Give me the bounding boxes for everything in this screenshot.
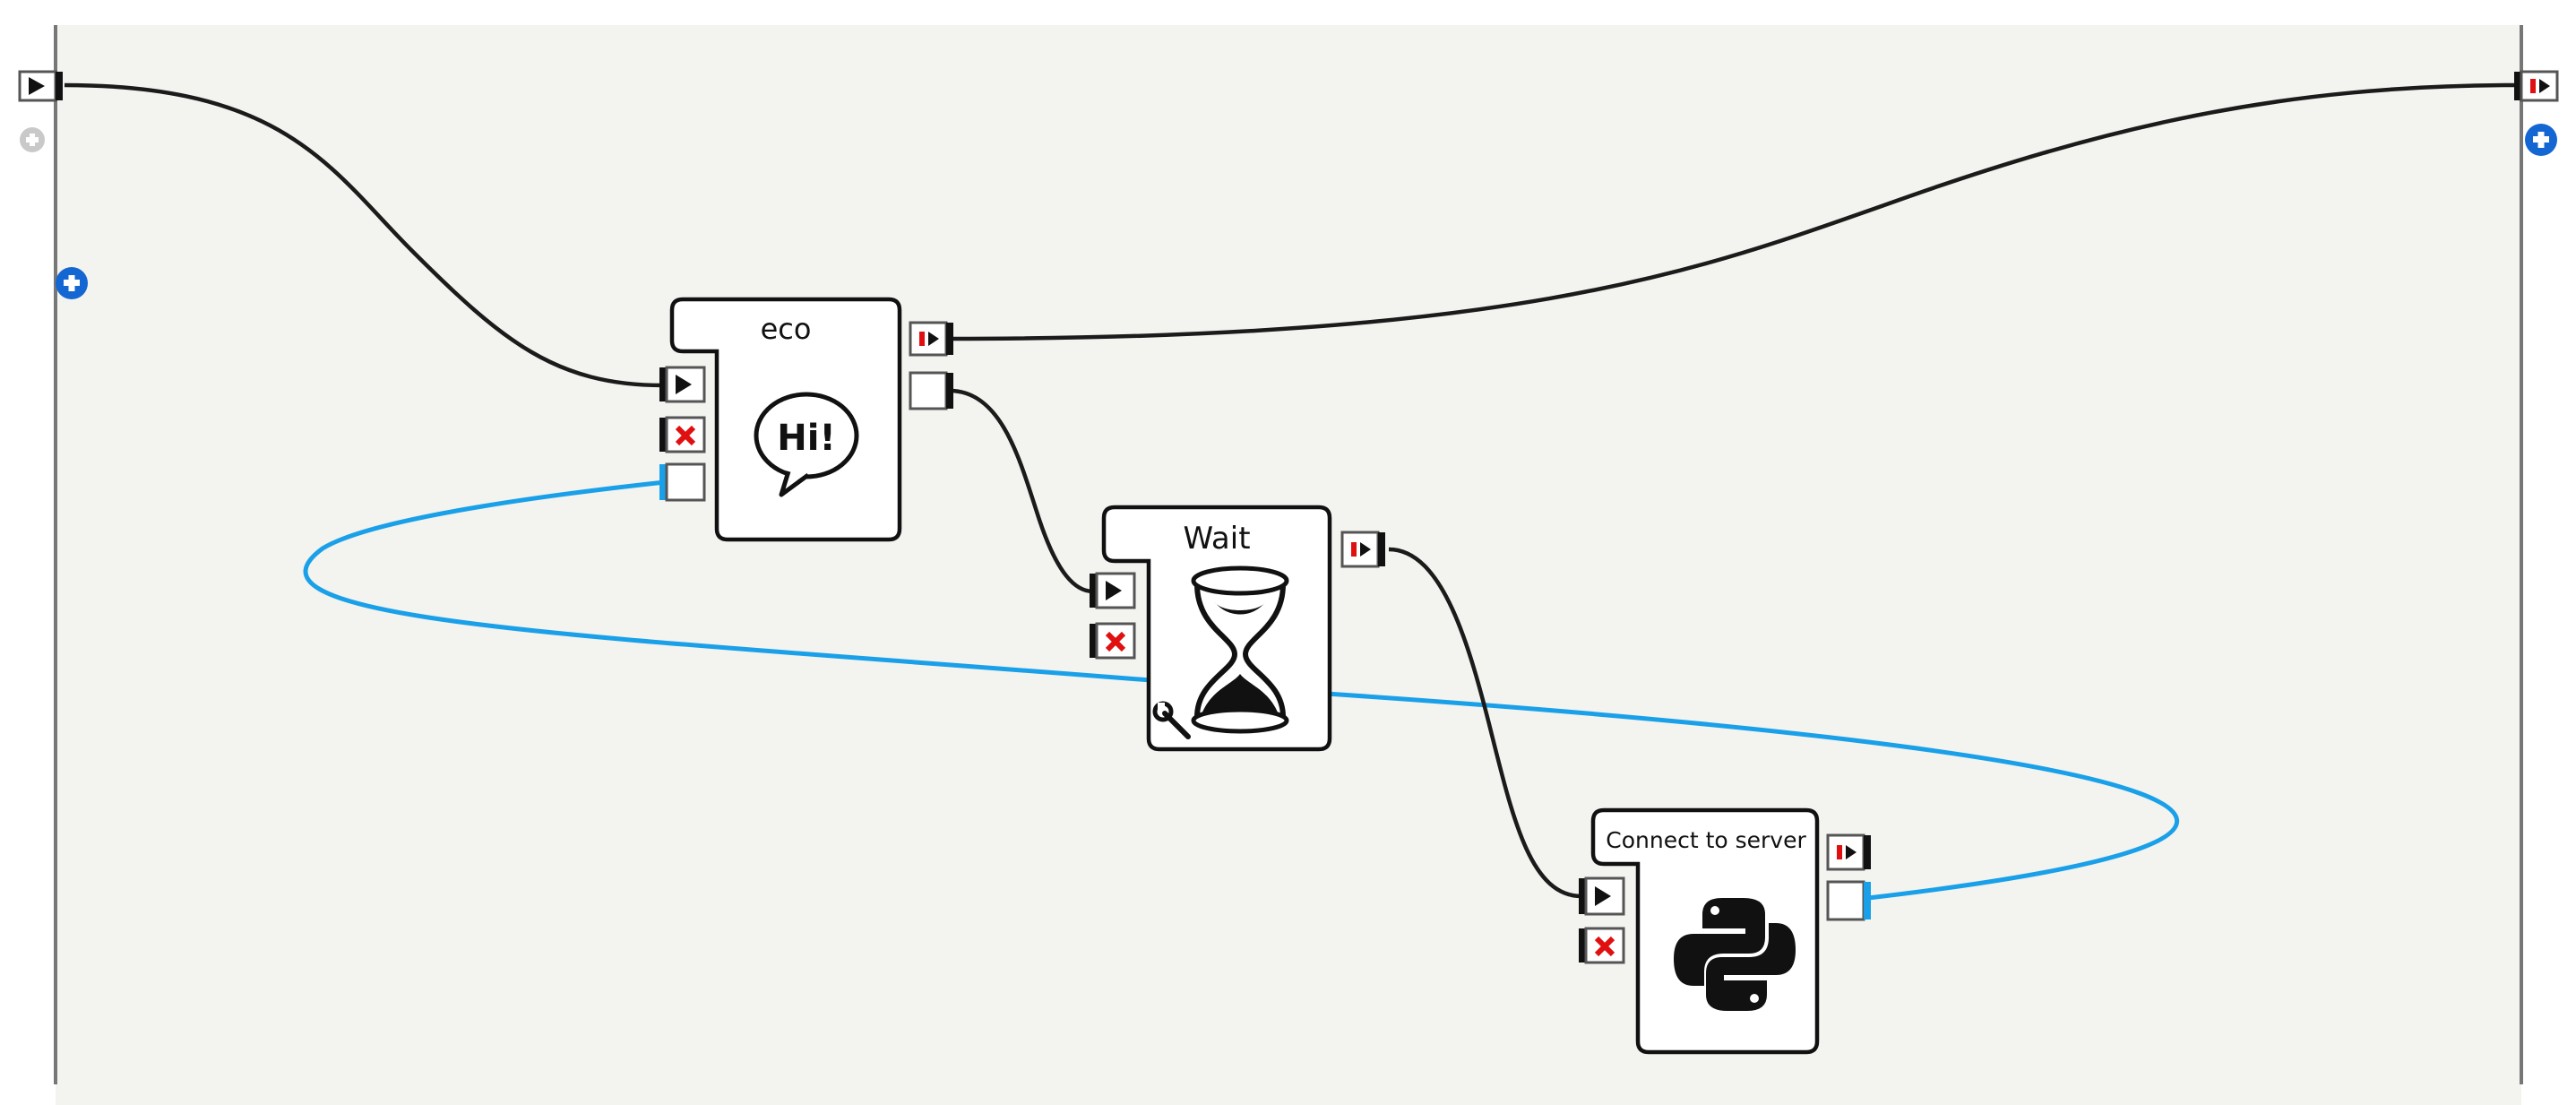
eco-onstopped-output[interactable] xyxy=(909,321,953,357)
add-output-button[interactable] xyxy=(2525,124,2557,156)
eco-onstart-input[interactable] xyxy=(659,366,706,403)
diagram-output-port[interactable] xyxy=(2514,70,2559,102)
box-eco[interactable]: eco Hi! xyxy=(669,297,902,542)
python-logo-icon xyxy=(1674,898,1796,1011)
connect-onstopped-output[interactable] xyxy=(1826,833,1871,871)
wrench-icon[interactable] xyxy=(1152,701,1191,739)
eco-signal-output[interactable] xyxy=(909,371,953,410)
add-input-button-disabled xyxy=(20,127,45,152)
speech-bubble-hi-icon: Hi! xyxy=(754,392,859,497)
signal-wire-eco-to-end[interactable] xyxy=(949,82,2519,341)
signal-wire-start-to-eco[interactable] xyxy=(64,82,664,388)
box-title: eco xyxy=(761,312,812,346)
connect-onstart-input[interactable] xyxy=(1579,876,1625,916)
data-wire-connect-to-eco[interactable] xyxy=(303,479,2179,901)
box-connect-to-server[interactable]: Connect to server xyxy=(1590,807,1820,1055)
svg-text:Hi!: Hi! xyxy=(777,418,835,459)
diagram-input-port[interactable] xyxy=(18,70,63,102)
connect-onstop-input[interactable] xyxy=(1579,927,1625,964)
signal-wire-eco-to-wait[interactable] xyxy=(949,388,1094,594)
wait-onstart-input[interactable] xyxy=(1090,572,1136,609)
box-title: Wait xyxy=(1183,521,1250,557)
box-wait[interactable]: Wait xyxy=(1101,505,1332,752)
connect-data-output[interactable] xyxy=(1826,880,1871,921)
hourglass-icon xyxy=(1191,565,1289,734)
signal-wire-wait-to-connect[interactable] xyxy=(1388,547,1582,899)
wait-onstopped-output[interactable] xyxy=(1340,531,1385,568)
add-port-button[interactable] xyxy=(56,267,88,299)
wait-onstop-input[interactable] xyxy=(1090,622,1136,660)
eco-onstop-input[interactable] xyxy=(659,416,706,453)
box-title: Connect to server xyxy=(1606,827,1806,853)
eco-data-input[interactable] xyxy=(659,462,706,502)
